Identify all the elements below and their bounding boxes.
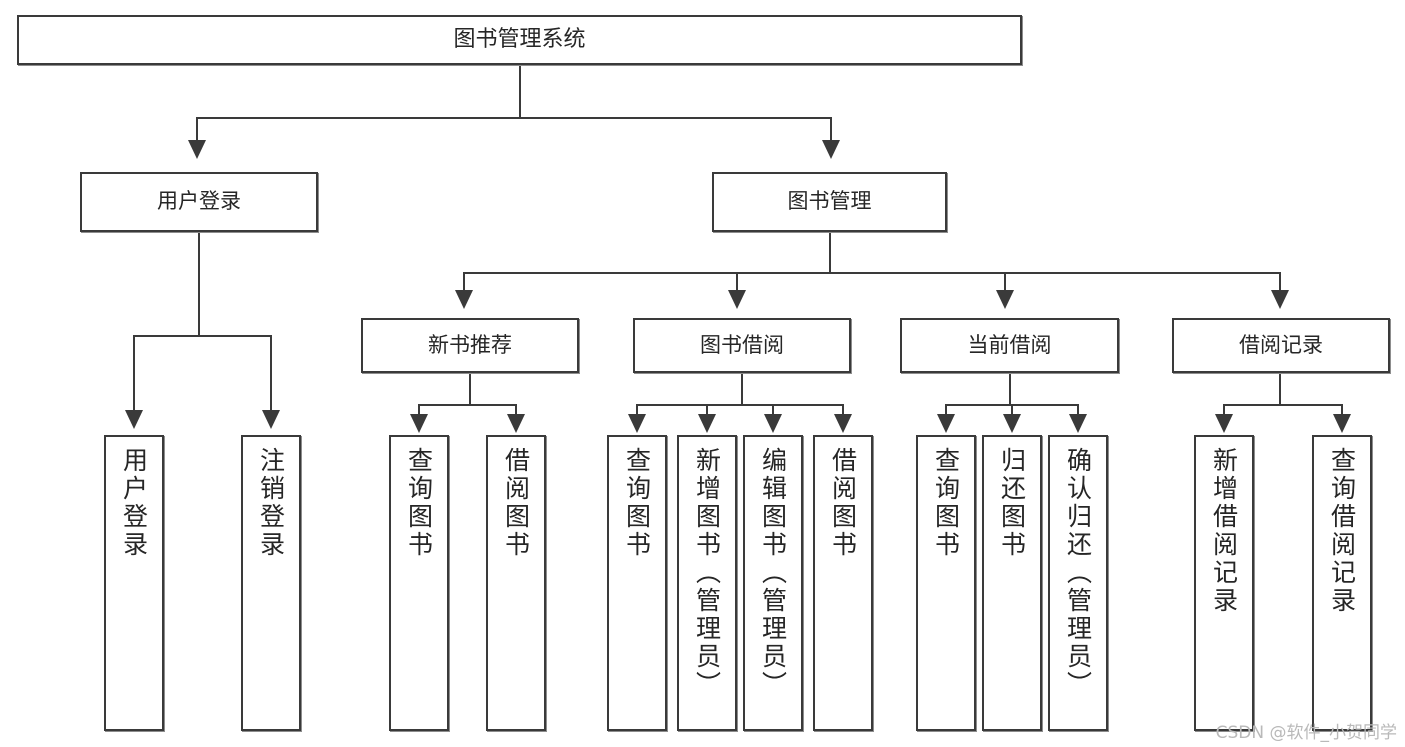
node-borrow-record[interactable]: 借阅记录 (1172, 318, 1390, 373)
connector-current-borrow-trunk (1009, 373, 1011, 405)
connector-book-borrow-trunk (741, 373, 743, 405)
node-leaf-add-book[interactable]: 新增图书（管理员） (677, 435, 737, 731)
connector-cb-to-leaf-1 (945, 404, 947, 416)
node-book-borrow[interactable]: 图书借阅 (633, 318, 851, 373)
connector-bm-to-new-book (463, 272, 465, 292)
csdn-watermark: CSDN @软件_小贺同学 (1215, 723, 1397, 743)
connector-cb-to-leaf-3 (1077, 404, 1079, 416)
arrow-nb-to-leaf-1 (410, 414, 428, 433)
arrow-cb-to-leaf-1 (937, 414, 955, 433)
node-leaf-logout-label: 注销登录 (256, 447, 286, 559)
node-current-borrow-label: 当前借阅 (967, 332, 1052, 357)
node-leaf-add-record-label: 新增借阅记录 (1209, 447, 1239, 615)
arrow-bm-to-new-book (455, 290, 473, 309)
connector-root-to-user-login (196, 117, 198, 142)
arrow-bb-to-leaf-2 (698, 414, 716, 433)
arrow-bm-to-current-borrow (996, 290, 1014, 309)
arrow-user-login-to-leaf-1 (125, 410, 143, 429)
node-leaf-query-book-2[interactable]: 查询图书 (607, 435, 667, 731)
node-leaf-user-login-label: 用户登录 (119, 447, 149, 559)
connector-new-book-bar (418, 404, 517, 406)
node-leaf-query-book-1[interactable]: 查询图书 (389, 435, 449, 731)
arrow-bb-to-leaf-3 (764, 414, 782, 433)
arrow-root-to-book-manage (822, 140, 840, 159)
node-leaf-query-record[interactable]: 查询借阅记录 (1312, 435, 1372, 731)
node-root[interactable]: 图书管理系统 (17, 15, 1022, 65)
node-leaf-return-book-label: 归还图书 (997, 447, 1027, 559)
node-new-book-rec-label: 新书推荐 (428, 332, 512, 357)
node-leaf-user-login[interactable]: 用户登录 (104, 435, 164, 731)
arrow-cb-to-leaf-3 (1069, 414, 1087, 433)
node-leaf-add-record[interactable]: 新增借阅记录 (1194, 435, 1254, 731)
connector-user-login-trunk (198, 232, 200, 336)
node-leaf-query-book-1-label: 查询图书 (404, 447, 434, 559)
connector-br-to-leaf-2 (1341, 404, 1343, 416)
connector-root-bar (196, 117, 832, 119)
node-leaf-query-book-3-label: 查询图书 (931, 447, 961, 559)
node-leaf-query-book-3[interactable]: 查询图书 (916, 435, 976, 731)
connector-bm-to-borrow-record (1279, 272, 1281, 292)
arrow-nb-to-leaf-2 (507, 414, 525, 433)
node-new-book-rec[interactable]: 新书推荐 (361, 318, 579, 373)
arrow-cb-to-leaf-2 (1003, 414, 1021, 433)
arrow-root-to-user-login (188, 140, 206, 159)
connector-bb-to-leaf-3 (772, 404, 774, 416)
connector-bb-to-leaf-2 (706, 404, 708, 416)
node-current-borrow[interactable]: 当前借阅 (900, 318, 1119, 373)
connector-user-login-bar (133, 335, 271, 337)
arrow-br-to-leaf-2 (1333, 414, 1351, 433)
node-leaf-confirm-return-label: 确认归还（管理员） (1063, 447, 1093, 699)
node-leaf-borrow-book-1-label: 借阅图书 (501, 447, 531, 559)
node-borrow-record-label: 借阅记录 (1239, 332, 1323, 357)
node-book-borrow-label: 图书借阅 (700, 332, 784, 357)
arrow-br-to-leaf-1 (1215, 414, 1233, 433)
connector-bb-to-leaf-4 (842, 404, 844, 416)
node-leaf-return-book[interactable]: 归还图书 (982, 435, 1042, 731)
connector-bm-to-book-borrow (736, 272, 738, 292)
node-leaf-query-record-label: 查询借阅记录 (1327, 447, 1357, 615)
connector-root-trunk (519, 65, 521, 118)
connector-book-borrow-bar (636, 404, 844, 406)
node-leaf-confirm-return[interactable]: 确认归还（管理员） (1048, 435, 1108, 731)
node-leaf-add-book-label: 新增图书（管理员） (692, 447, 722, 699)
node-book-manage-label: 图书管理 (787, 189, 872, 214)
connector-user-login-to-leaf-1 (133, 335, 135, 412)
connector-bm-to-current-borrow (1004, 272, 1006, 292)
connector-book-manage-bar (463, 272, 1280, 274)
node-user-login-label: 用户登录 (157, 189, 241, 214)
arrow-bm-to-book-borrow (728, 290, 746, 309)
node-leaf-edit-book-label: 编辑图书（管理员） (758, 447, 788, 699)
arrow-bb-to-leaf-1 (628, 414, 646, 433)
arrow-bb-to-leaf-4 (834, 414, 852, 433)
node-leaf-borrow-book-2-label: 借阅图书 (828, 447, 858, 559)
node-leaf-logout[interactable]: 注销登录 (241, 435, 301, 731)
connector-user-login-to-leaf-2 (270, 335, 272, 412)
node-leaf-edit-book[interactable]: 编辑图书（管理员） (743, 435, 803, 731)
connector-nb-to-leaf-2 (515, 404, 517, 416)
node-leaf-query-book-2-label: 查询图书 (622, 447, 652, 559)
arrow-user-login-to-leaf-2 (262, 410, 280, 429)
connector-bb-to-leaf-1 (636, 404, 638, 416)
node-book-manage[interactable]: 图书管理 (712, 172, 947, 232)
node-root-label: 图书管理系统 (453, 26, 586, 52)
connector-root-to-book-manage (830, 117, 832, 142)
connector-borrow-record-trunk (1279, 373, 1281, 405)
arrow-bm-to-borrow-record (1271, 290, 1289, 309)
connector-br-to-leaf-1 (1223, 404, 1225, 416)
connector-cb-to-leaf-2 (1011, 404, 1013, 416)
node-leaf-borrow-book-2[interactable]: 借阅图书 (813, 435, 873, 731)
connector-borrow-record-bar (1223, 404, 1343, 406)
node-leaf-borrow-book-1[interactable]: 借阅图书 (486, 435, 546, 731)
node-user-login[interactable]: 用户登录 (80, 172, 318, 232)
connector-new-book-trunk (469, 373, 471, 405)
connector-nb-to-leaf-1 (418, 404, 420, 416)
connector-book-manage-trunk (829, 232, 831, 273)
